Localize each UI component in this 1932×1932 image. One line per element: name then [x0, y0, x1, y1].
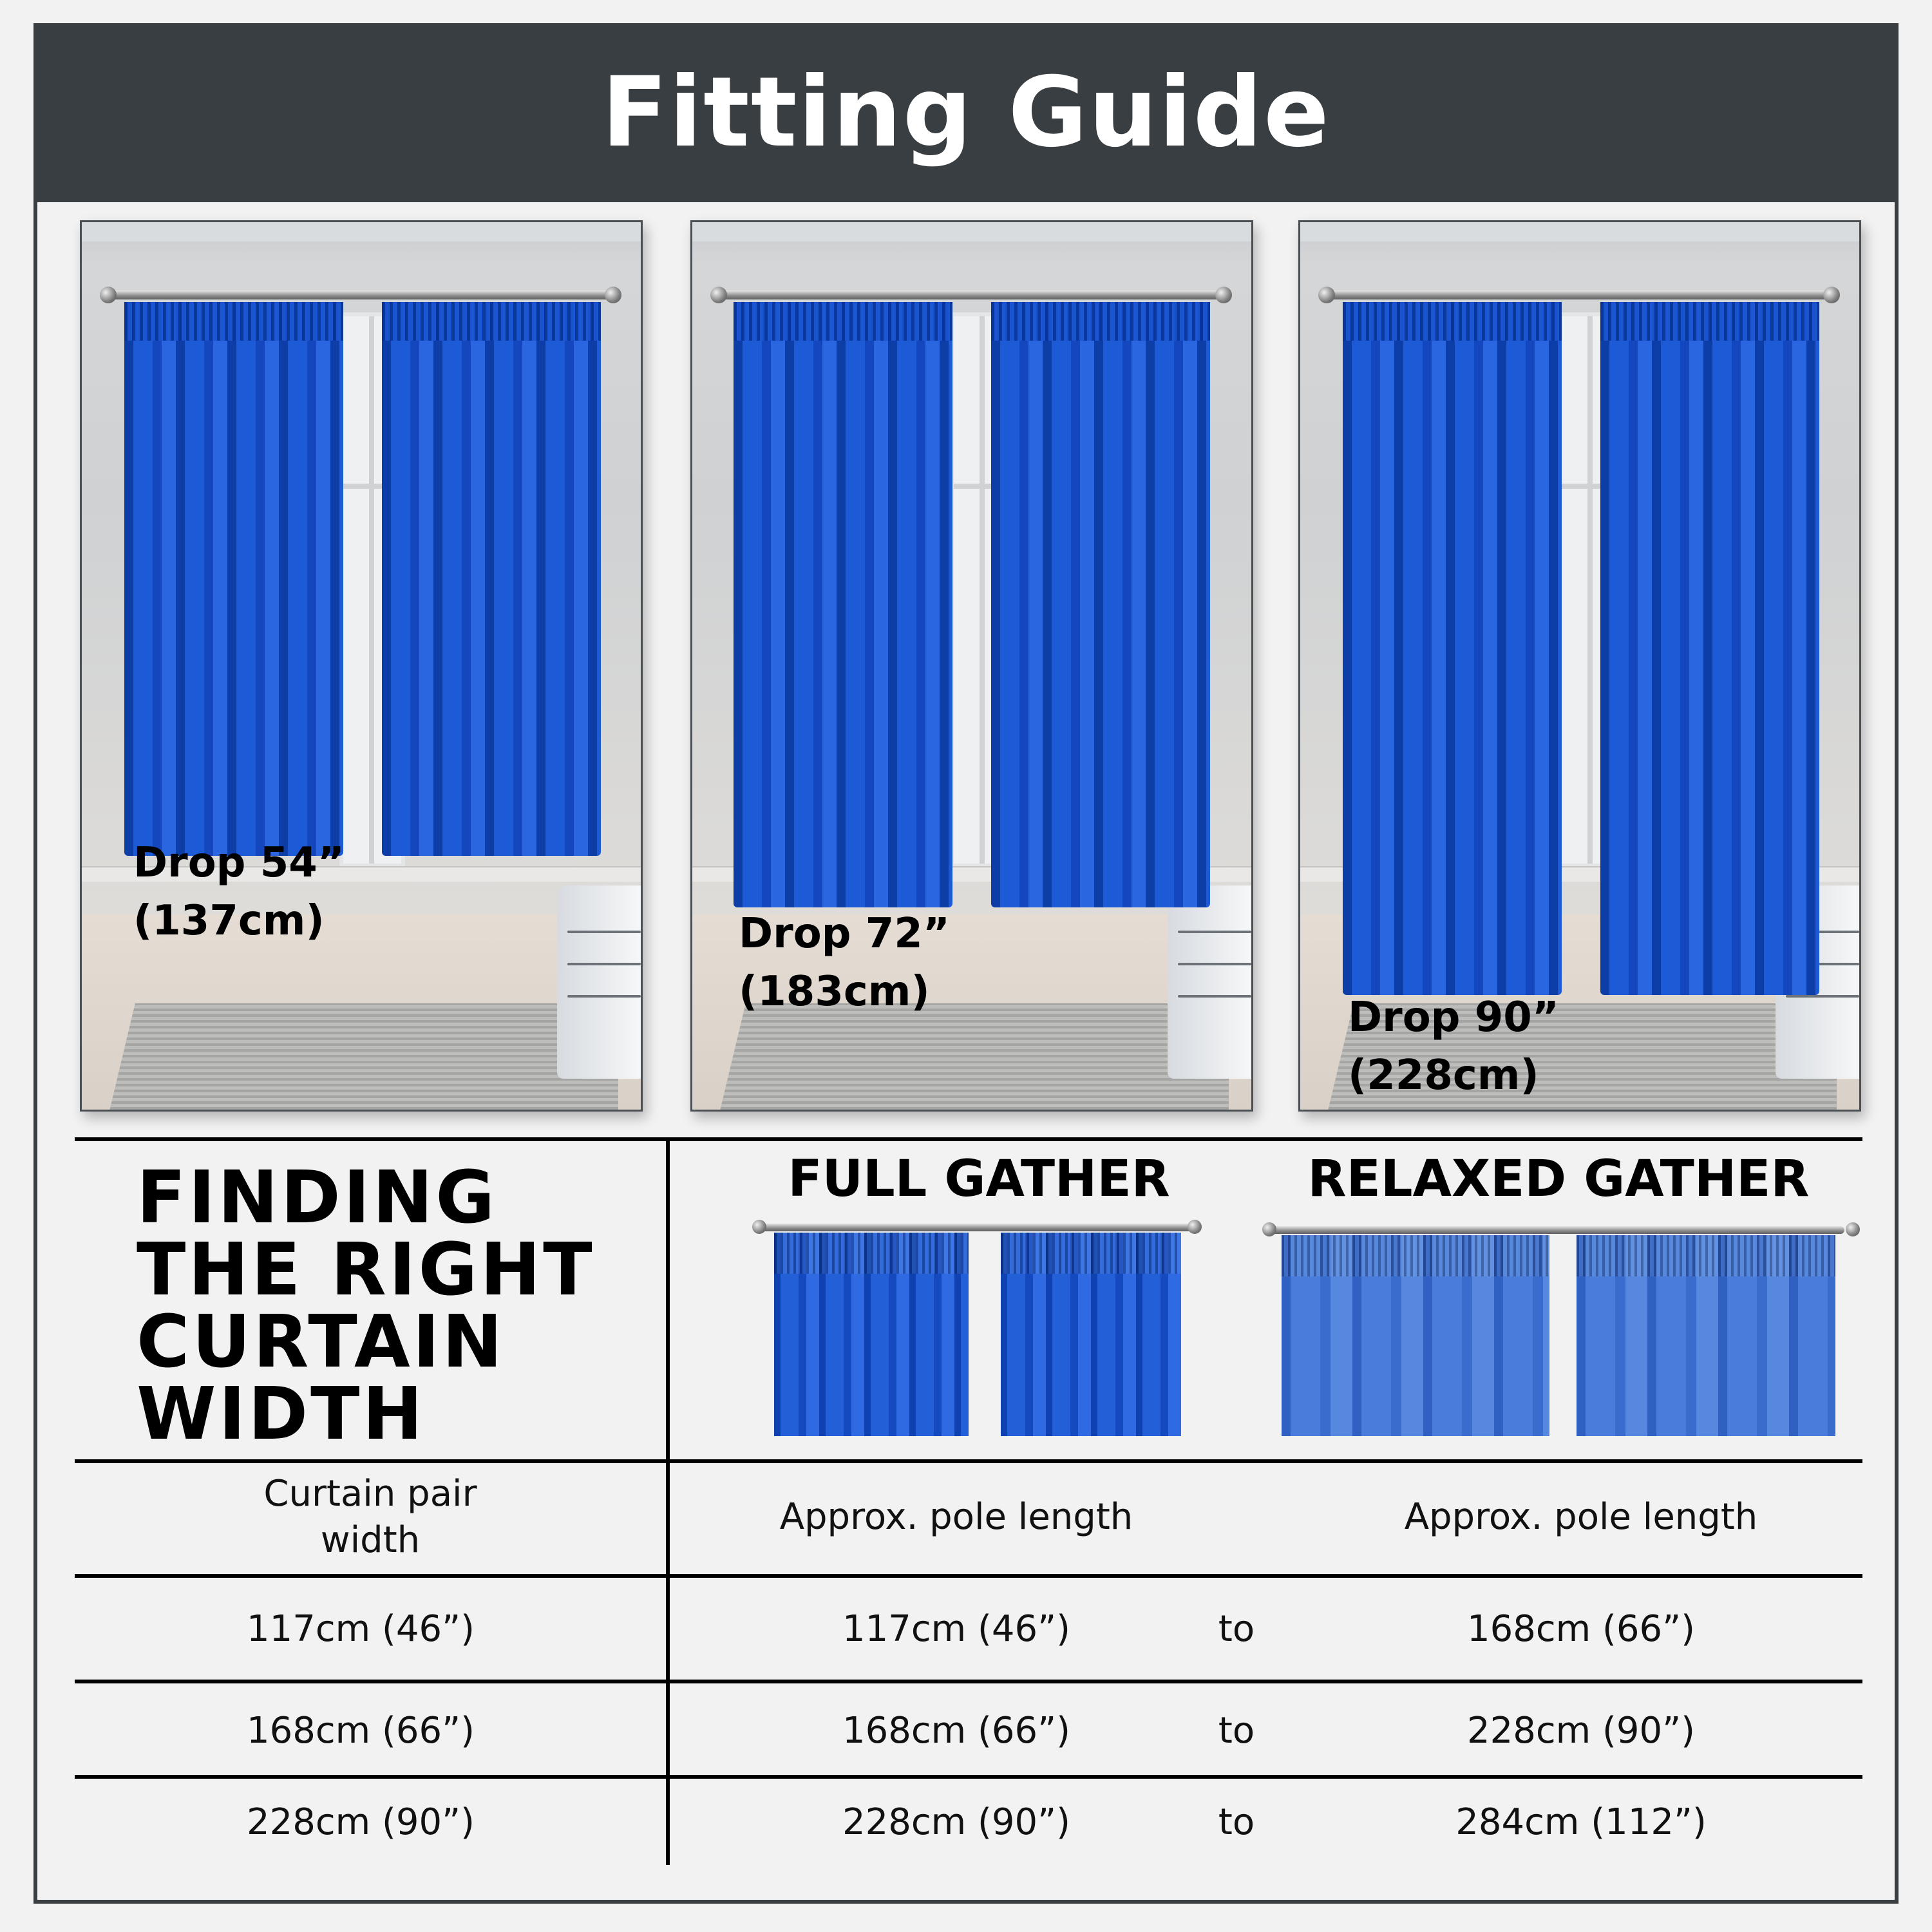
- curtain-right: [1600, 302, 1819, 995]
- row-3-full: 228cm (90”): [842, 1801, 1070, 1843]
- rod-finial-left: [1262, 1222, 1276, 1236]
- rod-finial-right: [1215, 287, 1232, 303]
- divider-row-2: [75, 1680, 1862, 1683]
- curtain-left: [1343, 302, 1562, 995]
- full-gather-curtain-left: [774, 1233, 969, 1436]
- rod-finial-right: [1188, 1220, 1202, 1234]
- sofa: [557, 886, 641, 1079]
- curtain-left: [124, 302, 343, 856]
- rod-finial-right: [1823, 287, 1840, 303]
- curtain-right: [991, 302, 1210, 907]
- rod-finial-right: [1846, 1222, 1860, 1236]
- relaxed-gather-curtain-right: [1577, 1235, 1835, 1436]
- curtain-left: [734, 302, 952, 907]
- ceiling-trim: [82, 222, 641, 242]
- curtain-right: [382, 302, 601, 856]
- row-1-width: 117cm (46”): [247, 1608, 475, 1650]
- row-2-full: 168cm (66”): [842, 1710, 1070, 1752]
- rod-finial-right: [605, 287, 621, 303]
- header-curtain-pair-width: Curtain pair width: [263, 1473, 477, 1561]
- page-title: Fitting Guide: [601, 57, 1331, 169]
- relaxed-gather-label: RELAXED GATHER: [1307, 1150, 1810, 1208]
- divider-vertical: [666, 1137, 670, 1865]
- rod-finial-left: [100, 287, 117, 303]
- header-bar: Fitting Guide: [33, 23, 1899, 202]
- row-1-full: 117cm (46”): [842, 1608, 1070, 1650]
- rug: [109, 1003, 619, 1110]
- rug: [720, 1003, 1229, 1110]
- divider-row-1: [75, 1574, 1862, 1578]
- ceiling-trim: [1300, 222, 1859, 242]
- header-relaxed-gather-pole: Approx. pole length: [1404, 1496, 1758, 1538]
- sofa: [1168, 886, 1251, 1079]
- ceiling-trim: [692, 222, 1251, 242]
- full-gather-label: FULL GATHER: [788, 1150, 1170, 1208]
- row-1-relaxed: 168cm (66”): [1467, 1608, 1695, 1650]
- rod-finial-left: [752, 1220, 766, 1234]
- full-gather-curtain-right: [1001, 1233, 1181, 1436]
- divider-row-3: [75, 1775, 1862, 1779]
- rug: [1328, 1003, 1837, 1110]
- row-3-to: to: [1218, 1801, 1255, 1843]
- row-2-to: to: [1218, 1710, 1255, 1752]
- header-full-gather-pole: Approx. pole length: [779, 1496, 1133, 1538]
- row-1-to: to: [1218, 1608, 1255, 1650]
- curtain-rod: [108, 290, 616, 299]
- full-gather-rod: [755, 1224, 1193, 1231]
- rod-finial-left: [710, 287, 727, 303]
- finding-width-title: FINDING THE RIGHT CURTAIN WIDTH: [137, 1156, 595, 1456]
- divider-top: [75, 1137, 1862, 1141]
- row-2-relaxed: 228cm (90”): [1467, 1710, 1695, 1752]
- rod-finial-left: [1318, 287, 1335, 303]
- relaxed-gather-curtain-left: [1282, 1235, 1549, 1436]
- relaxed-gather-rod: [1265, 1226, 1844, 1234]
- drop-label: Drop 72” (183cm): [739, 910, 950, 1016]
- drop-label: Drop 54” (137cm): [133, 839, 345, 945]
- drop-panel-90: Drop 90” (228cm): [1298, 220, 1861, 1112]
- drop-label: Drop 90” (228cm): [1348, 994, 1559, 1099]
- divider-header: [75, 1459, 1862, 1463]
- row-3-relaxed: 284cm (112”): [1455, 1801, 1707, 1843]
- row-3-width: 228cm (90”): [247, 1801, 475, 1843]
- row-2-width: 168cm (66”): [247, 1710, 475, 1752]
- curtain-rod: [718, 290, 1227, 299]
- drop-panel-54: Drop 54” (137cm): [80, 220, 643, 1112]
- drop-panel-72: Drop 72” (183cm): [690, 220, 1253, 1112]
- curtain-rod: [1326, 290, 1835, 299]
